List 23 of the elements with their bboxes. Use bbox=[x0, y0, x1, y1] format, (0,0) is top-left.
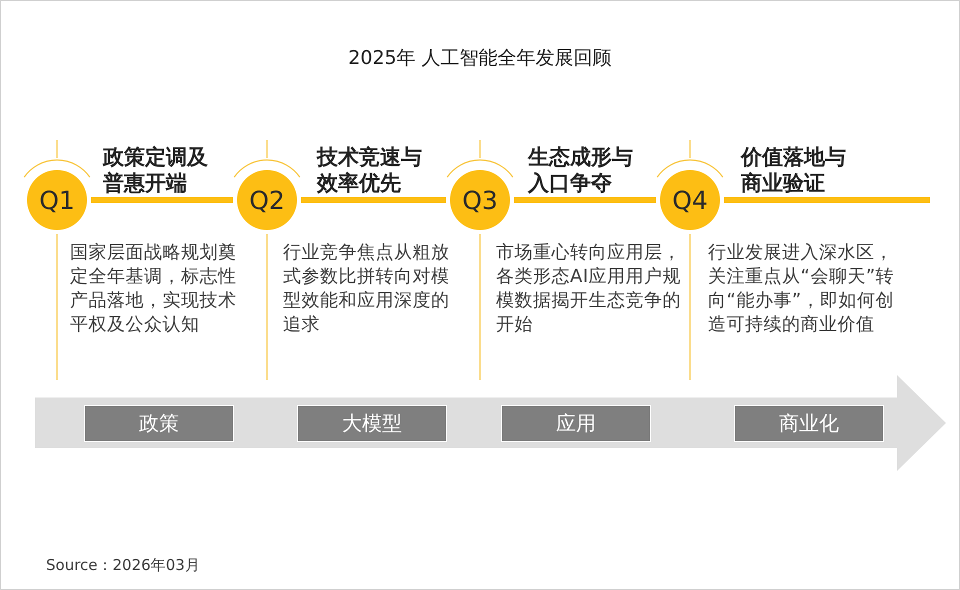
phase-description: 国家层面战略规划奠定全年基调，标志性产品落地，实现技术平权及公众认知 bbox=[70, 241, 238, 337]
phase-description: 行业竞争焦点从粗放式参数比拼转向对模型效能和应用深度的追求 bbox=[283, 241, 450, 337]
timeline-line bbox=[514, 197, 656, 203]
phase-tag: 政策 bbox=[84, 405, 234, 442]
phase-heading: 政策定调及普惠开端 bbox=[103, 144, 209, 196]
quarter-circle: Q3 bbox=[450, 170, 510, 230]
source-note: Source：2026年03月 bbox=[46, 555, 200, 575]
quarter-circle: Q4 bbox=[660, 170, 720, 230]
phase-heading: 价值落地与商业验证 bbox=[741, 144, 847, 196]
phase-heading: 生态成形与入口争夺 bbox=[528, 144, 634, 196]
timeline-arrow bbox=[35, 375, 946, 471]
chart-title: 2025年 人工智能全年发展回顾 bbox=[348, 46, 612, 70]
quarter-circle: Q2 bbox=[237, 170, 297, 230]
timeline-line bbox=[724, 197, 930, 203]
quarter-circle: Q1 bbox=[27, 170, 87, 230]
phase-heading: 技术竞速与效率优先 bbox=[317, 144, 423, 196]
phase-tag: 应用 bbox=[501, 405, 651, 442]
phase-description: 市场重心转向应用层，各类形态AI应用用户规模数据揭开生态竞争的开始 bbox=[496, 241, 682, 337]
timeline-line bbox=[91, 197, 233, 203]
phase-tag: 大模型 bbox=[297, 405, 447, 442]
timeline-line bbox=[301, 197, 446, 203]
phase-tag: 商业化 bbox=[734, 405, 884, 442]
phase-description: 行业发展进入深水区，关注重点从“会聊天”转向“能办事”，即如何创造可持续的商业价值 bbox=[708, 241, 896, 337]
